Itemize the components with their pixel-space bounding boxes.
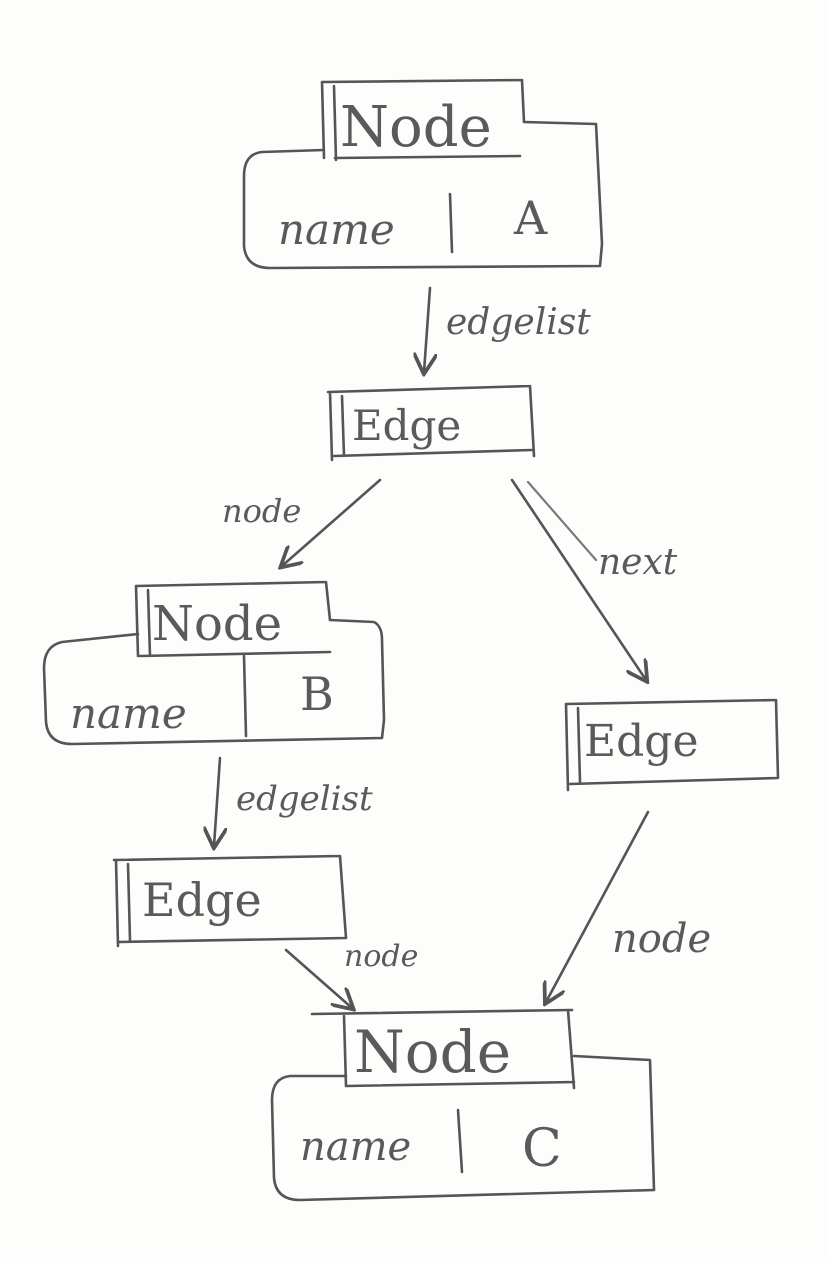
node-a-field-label: name <box>278 205 395 254</box>
node-c-title-box <box>310 1008 656 1192</box>
edge-right: Edge <box>564 698 780 792</box>
node-b-title: Node <box>152 596 282 652</box>
arrow-top-node <box>282 478 382 566</box>
arrow-left-node <box>284 948 352 1008</box>
node-b-body-box <box>42 618 386 746</box>
node-c-body-box <box>270 1074 656 1202</box>
node-c: Node name C <box>270 1008 656 1202</box>
arrow-b-edgelist <box>214 756 220 846</box>
edge-top-box <box>326 384 536 462</box>
node-b: Node name B <box>42 580 386 746</box>
node-b-title-box <box>134 580 332 658</box>
edge-left-title: Edge <box>142 873 262 927</box>
edge-right-box <box>564 698 780 792</box>
node-c-value: C <box>522 1119 562 1179</box>
edge-top: Edge <box>326 384 536 462</box>
node-c-title: Node <box>354 1018 511 1086</box>
edge-top-title: Edge <box>352 401 461 450</box>
arrow-b-edgelist-label: edgelist <box>236 779 373 819</box>
arrow-a-edgelist-label: edgelist <box>446 302 591 343</box>
node-b-value: B <box>300 667 334 721</box>
node-a-divider <box>448 192 454 254</box>
edge-right-title: Edge <box>584 716 699 767</box>
node-a-title: Node <box>340 95 492 160</box>
node-c-divider <box>456 1108 464 1174</box>
node-c-field-label: name <box>300 1124 411 1170</box>
edge-left: Edge <box>112 854 348 948</box>
arrow-a-edgelist <box>424 286 430 372</box>
node-a-value: A <box>513 191 548 245</box>
arrow-top-next-double-line <box>526 480 598 562</box>
arrow-left-node-label: node <box>344 939 418 974</box>
arrow-top-node-label: node <box>222 492 301 530</box>
node-a-body-box <box>242 120 604 270</box>
node-b-field-label: name <box>70 689 187 738</box>
node-a: Node name A <box>242 78 604 270</box>
arrow-top-next-label: next <box>598 542 678 583</box>
arrow-right-node <box>546 810 650 1002</box>
edge-left-box <box>112 854 348 948</box>
node-b-divider <box>242 654 248 738</box>
node-a-title-box <box>320 78 526 162</box>
arrow-right-node-label: node <box>612 916 711 962</box>
arrow-top-next <box>510 478 646 680</box>
